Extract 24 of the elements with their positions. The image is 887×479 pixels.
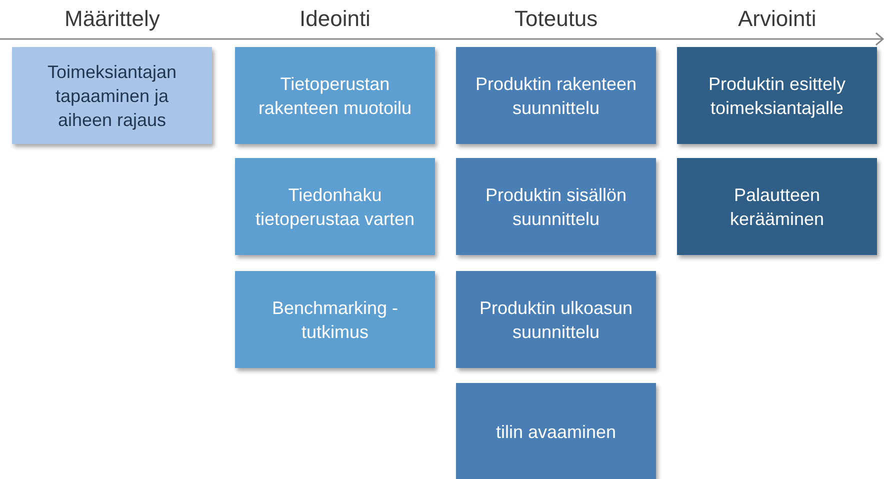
column-heading: Toteutus [514,6,598,32]
process-box [456,383,656,479]
process-box [12,47,212,144]
process-box [677,158,877,255]
process-box [235,271,435,368]
process-box [235,47,435,144]
process-box [677,47,877,144]
column-heading: Määrittely [64,6,160,32]
box-text: Toimeksiantajan tapaaminen ja aiheen rajaus [46,60,178,132]
process-box [456,158,656,255]
box-text: Palautteen kerääminen [728,184,826,230]
box-text: Produktin sisällön suunnittelu [484,184,628,230]
box-text: Produktin rakenteen suunnittelu [474,72,638,120]
box-text: tilin avaaminen [496,420,616,444]
process-box [235,158,435,255]
process-box [456,47,656,144]
box-text: Benchmarking -tutkimus [270,296,400,344]
box-text: Tiedonhaku tietoperustaa varten [254,184,416,230]
column-heading: Arviointi [738,6,816,32]
box-text: Tietoperustan rakenteen muotoilu [257,72,413,120]
box-text: Produktin esittely toimeksiantajalle [707,72,847,120]
column-heading: Ideointi [300,6,370,32]
box-text: Produktin ulkoasun suunnittelu [478,296,634,344]
process-box [456,271,656,368]
